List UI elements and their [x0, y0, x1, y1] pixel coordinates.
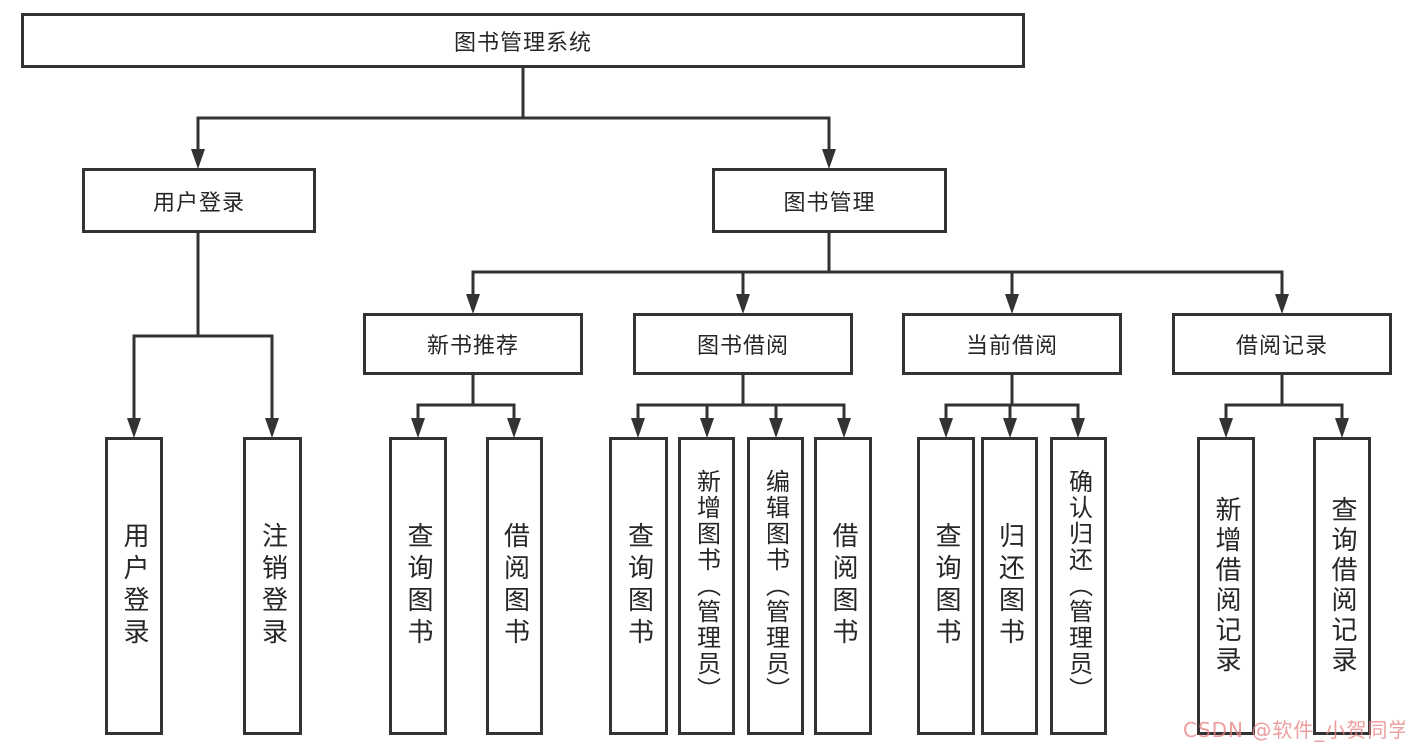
node-label: 用户登录	[119, 522, 149, 650]
node-label: 查询图书	[623, 522, 654, 650]
node-label: 查询图书	[931, 522, 961, 650]
node-current-borrowing: 当前借阅	[902, 313, 1122, 375]
node-user-login-leaf: 用户登录	[105, 437, 163, 735]
node-label: 新增借阅记录	[1211, 496, 1241, 676]
node-add-books-admin: 新增图书（管理员）	[678, 437, 735, 735]
node-label: 当前借阅	[965, 334, 1058, 359]
node-confirm-return-admin: 确认归还（管理员）	[1050, 437, 1107, 735]
node-query-books-borrowing: 查询图书	[609, 437, 668, 735]
node-label: 查询图书	[403, 522, 433, 650]
node-label: 查询借阅记录	[1327, 496, 1357, 676]
node-label: 图书管理系统	[453, 30, 592, 56]
node-edit-books-admin: 编辑图书（管理员）	[747, 437, 804, 735]
node-return-books: 归还图书	[981, 437, 1038, 735]
node-book-borrowing: 图书借阅	[633, 313, 853, 375]
node-book-management: 图书管理	[712, 168, 947, 233]
csdn-watermark: CSDN @软件_小贺同学	[1183, 718, 1405, 742]
node-label: 借阅记录	[1235, 334, 1328, 359]
node-label: 用户登录	[152, 190, 245, 216]
node-library-management-system: 图书管理系统	[21, 13, 1025, 68]
node-label: 新增图书（管理员）	[692, 469, 721, 703]
node-borrow-books: 借阅图书	[814, 437, 872, 735]
node-label: 新书推荐	[426, 334, 519, 359]
node-label: 借阅图书	[828, 522, 858, 650]
node-label: 借阅图书	[499, 522, 530, 650]
node-logout: 注销登录	[243, 437, 302, 735]
node-query-books-recommend: 查询图书	[389, 437, 447, 735]
node-label: 图书管理	[783, 190, 876, 216]
node-label: 归还图书	[994, 522, 1025, 650]
node-query-borrow-record: 查询借阅记录	[1313, 437, 1371, 735]
node-new-book-recommendation: 新书推荐	[363, 313, 583, 375]
arrowheads	[127, 149, 1349, 438]
node-label: 编辑图书（管理员）	[761, 469, 790, 703]
node-borrowing-records: 借阅记录	[1172, 313, 1392, 375]
node-label: 确认归还（管理员）	[1064, 469, 1093, 703]
node-label: 注销登录	[257, 522, 288, 650]
node-label: 图书借阅	[696, 334, 789, 359]
node-query-books-current: 查询图书	[917, 437, 975, 735]
node-borrow-books-recommend: 借阅图书	[486, 437, 543, 735]
node-user-login: 用户登录	[82, 168, 316, 233]
node-add-borrow-record: 新增借阅记录	[1197, 437, 1255, 735]
